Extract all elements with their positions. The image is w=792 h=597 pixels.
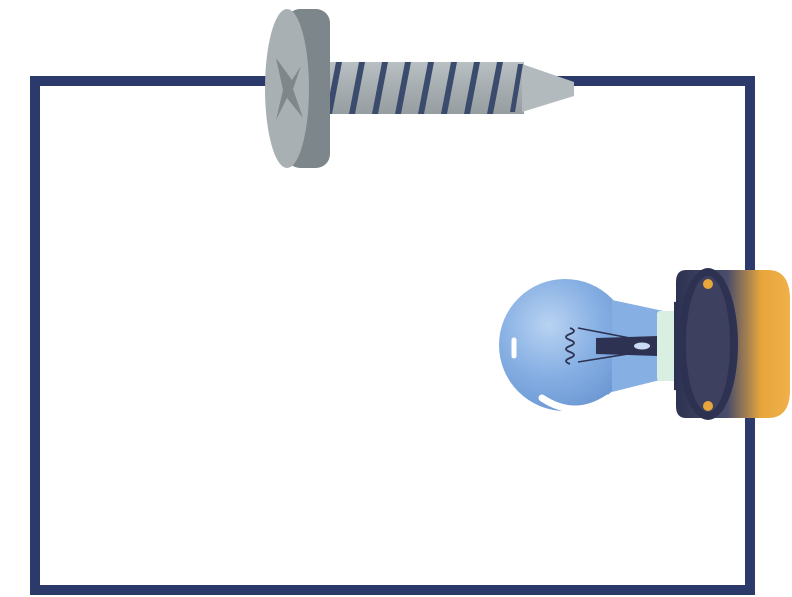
screw-icon	[265, 9, 574, 168]
light-bulb-icon	[499, 279, 668, 413]
bulb-holder-icon	[657, 268, 790, 420]
